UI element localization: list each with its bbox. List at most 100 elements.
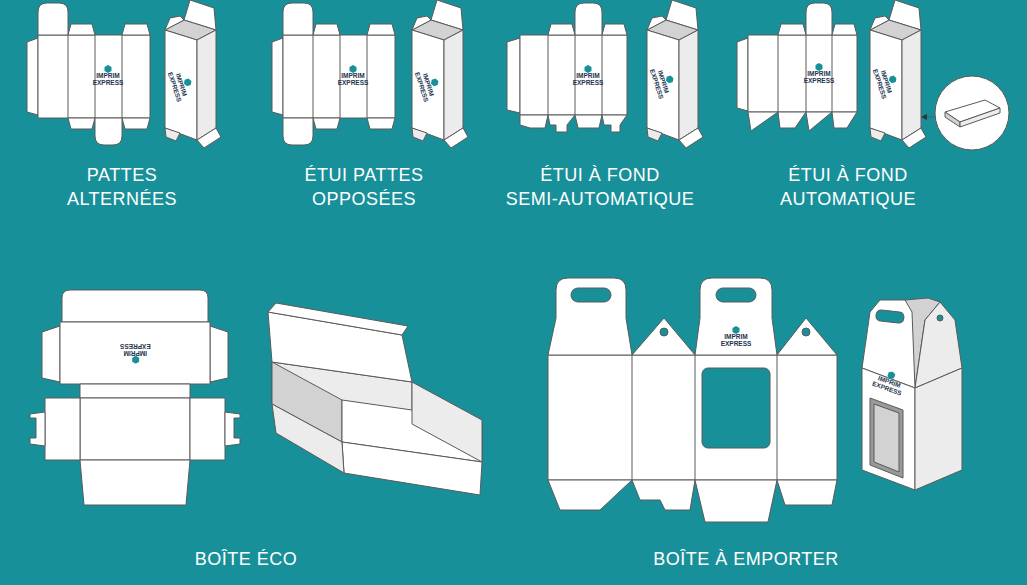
dieline-fond-automatique — [778, 24, 806, 35]
dieline-boite-a-emporter — [660, 328, 668, 336]
logo-text: IMPRIM EXPRESS — [573, 73, 604, 87]
dieline-boite-a-emporter — [716, 288, 756, 302]
logo-hexagon — [132, 356, 139, 364]
dieline-boite-eco — [80, 398, 190, 460]
dieline-fond-automatique — [806, 3, 832, 35]
dieline-boite-eco — [62, 290, 208, 322]
logo-text: IMPRIM EXPRESS — [120, 342, 151, 356]
boite-a-emporter-3d — [862, 368, 915, 490]
dieline-boite-a-emporter — [695, 278, 777, 355]
dieline-pattes-opposees — [272, 3, 395, 129]
dieline-fond-semi-automatique — [507, 3, 627, 132]
dieline-fond-automatique — [778, 112, 806, 128]
dieline-boite-a-emporter — [571, 288, 611, 302]
carton-3d — [647, 0, 703, 148]
brand-logo: IMPRIM EXPRESS — [93, 65, 124, 87]
dieline-fond-automatique — [737, 3, 857, 131]
dieline-boite-a-emporter — [802, 328, 810, 336]
boite-eco-3d — [268, 303, 408, 335]
logo-icon — [349, 65, 357, 73]
dieline-boite-a-emporter — [548, 355, 837, 480]
dieline-fond-semi-automatique — [548, 35, 549, 115]
boite-a-emporter-3d — [937, 315, 943, 321]
dieline-fond-semi-automatique — [602, 35, 603, 115]
dieline-boite-eco — [80, 384, 190, 398]
carton-3d — [165, 0, 221, 148]
logo-icon — [131, 356, 139, 364]
dieline-boite-a-emporter — [548, 480, 632, 510]
boite-a-emporter-3d — [870, 398, 903, 478]
dieline-fond-semi-automatique — [507, 38, 520, 113]
dieline-fond-semi-automatique — [602, 24, 627, 35]
dieline-boite-eco — [210, 326, 228, 382]
dieline-boite-a-emporter — [777, 318, 837, 355]
logo-hexagon — [349, 65, 356, 73]
dieline-boite-a-emporter — [548, 278, 632, 355]
dieline-boite-a-emporter — [702, 368, 770, 448]
carton-3d — [870, 0, 926, 148]
dieline-pattes-opposees — [272, 3, 395, 145]
dieline-fond-semi-automatique — [548, 115, 575, 132]
caption-label: PATTES ALTERNÉES — [65, 163, 180, 211]
brand-logo: IMPRIM EXPRESS — [721, 326, 752, 348]
logo-text: IMPRIM EXPRESS — [721, 334, 752, 348]
dieline-boite-eco — [190, 398, 225, 460]
zoom-inset — [935, 76, 1009, 150]
dieline-boite-a-emporter — [632, 355, 633, 480]
dieline-fond-automatique — [832, 35, 833, 112]
logo-text: IMPRIM EXPRESS — [93, 73, 124, 87]
boite-a-emporter-3d — [915, 368, 962, 490]
dieline-pattes-opposees — [283, 118, 313, 145]
caption-label: ÉTUI À FOND AUTOMATIQUE — [767, 163, 929, 211]
dieline-fond-semi-automatique — [602, 115, 627, 132]
logo-hexagon — [104, 65, 111, 73]
boite-a-emporter-3d — [862, 298, 962, 490]
dieline-boite-a-emporter — [548, 278, 837, 522]
brand-logo: IMPRIM EXPRESS — [120, 342, 151, 364]
dieline-fond-automatique — [806, 112, 832, 131]
caption-word: SEMI-AUTOMATIQUE — [506, 189, 694, 209]
dieline-boite-eco — [30, 290, 240, 505]
logo-hexagon — [815, 63, 822, 71]
dieline-boite-eco — [80, 460, 190, 505]
dieline-boite-a-emporter — [695, 480, 777, 522]
zoom-inset — [921, 114, 927, 120]
zoom-inset — [921, 76, 1009, 150]
dieline-boite-eco — [45, 398, 80, 460]
logo-icon — [104, 65, 112, 73]
logo-hexagon — [584, 65, 591, 73]
dieline-fond-semi-automatique — [548, 24, 575, 35]
logo-icon — [815, 63, 823, 71]
caption-label: BOÎTE ÉCO — [195, 547, 298, 571]
dieline-fond-semi-automatique — [575, 115, 602, 128]
zoom-inset — [945, 112, 960, 127]
dieline-fond-semi-automatique — [575, 3, 602, 35]
logo-icon — [732, 326, 740, 334]
dieline-fond-automatique — [806, 35, 807, 112]
caption-label: ÉTUI PATTES OPPOSÉES — [293, 163, 435, 211]
dieline-boite-eco — [42, 326, 60, 382]
logo-text: IMPRIM EXPRESS — [804, 71, 835, 85]
dieline-boite-eco — [225, 412, 240, 446]
boite-a-emporter-3d — [875, 310, 904, 324]
dieline-fond-automatique — [832, 24, 857, 35]
boite-eco-3d — [272, 404, 344, 473]
dieline-boite-a-emporter — [777, 480, 837, 505]
caption-label: ÉTUI À FOND SEMI-AUTOMATIQUE — [503, 163, 698, 211]
dieline-pattes-alternees — [95, 118, 122, 145]
dieline-fond-automatique — [748, 35, 857, 112]
dieline-fond-semi-automatique — [520, 35, 627, 115]
brand-logo: IMPRIM EXPRESS — [573, 65, 604, 87]
brand-logo: IMPRIM EXPRESS — [804, 63, 835, 85]
caption-label: BOÎTE À EMPORTER — [653, 547, 839, 571]
dieline-boite-a-emporter — [632, 318, 695, 355]
dieline-boite-a-emporter — [695, 355, 696, 480]
boite-a-emporter-3d — [874, 404, 899, 472]
logo-hexagon — [732, 326, 739, 334]
dieline-boite-eco — [60, 322, 210, 384]
dieline-fond-semi-automatique — [575, 35, 576, 115]
dieline-fond-automatique — [748, 112, 778, 131]
brand-logo: IMPRIM EXPRESS — [338, 65, 369, 87]
